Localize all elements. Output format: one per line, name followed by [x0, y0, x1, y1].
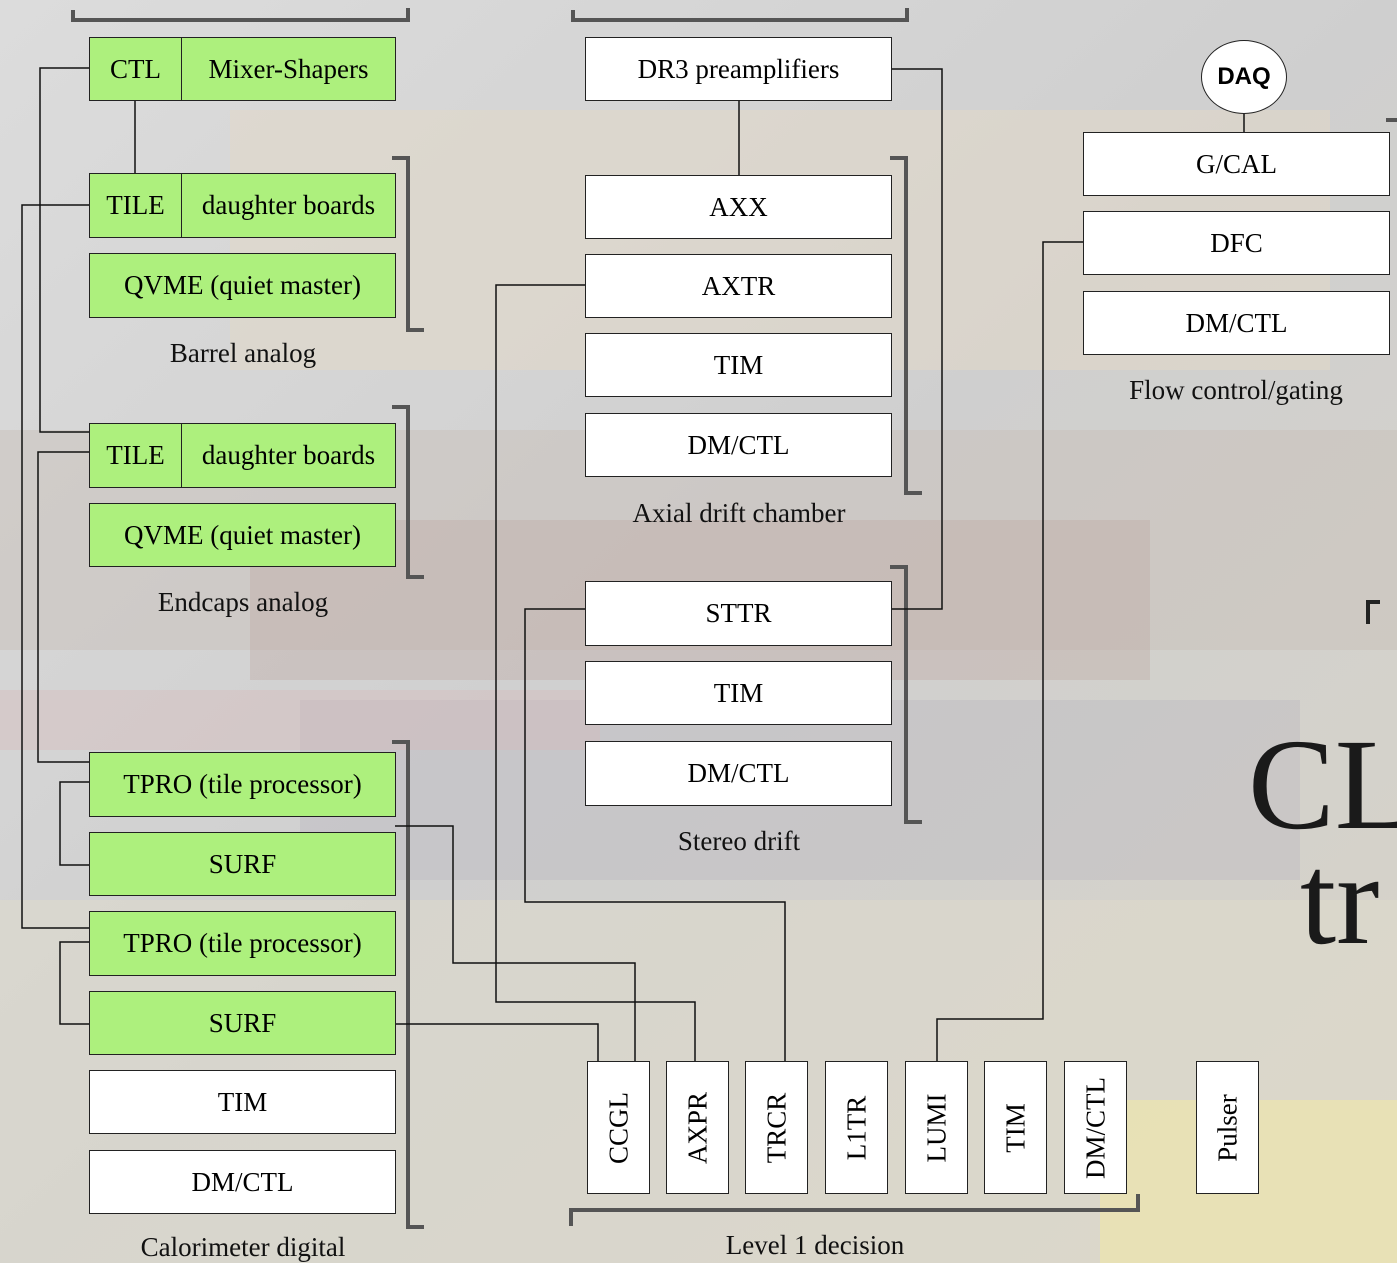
dfc-box: DFC — [1083, 211, 1390, 275]
tpro-box-1: TPRO (tile processor) — [89, 752, 396, 817]
gcal-box: G/CAL — [1083, 132, 1390, 196]
dr3-preamplifiers-box: DR3 preamplifiers — [585, 37, 892, 101]
tile-daughter-boards-box-2: TILE daughter boards — [89, 423, 396, 488]
l1-module-lumi-label: LUMI — [921, 1093, 951, 1162]
caption-stereo-drift: Stereo drift — [677, 826, 801, 856]
tile-label-1: TILE — [90, 174, 182, 237]
background-tick-mark — [1366, 600, 1380, 624]
axx-box: AXX — [585, 175, 892, 239]
daughter-boards-label-1: daughter boards — [201, 190, 376, 220]
group-brackets — [71, 8, 1397, 1229]
l1-module-ccgl: CCGL — [587, 1061, 650, 1194]
surf-box-2: SURF — [89, 991, 396, 1055]
tpro-box-2: TPRO (tile processor) — [89, 911, 396, 976]
stereo-tim-box: TIM — [585, 661, 892, 725]
l1-module-lumi: LUMI — [905, 1061, 968, 1194]
qvme-box-2: QVME (quiet master) — [89, 503, 396, 567]
axtr-box: AXTR — [585, 254, 892, 318]
tile-daughter-boards-box-1: TILE daughter boards — [89, 173, 396, 238]
l1-module-l1tr-label: L1TR — [841, 1095, 871, 1160]
group-wires — [21, 67, 1245, 1061]
tile-label-2: TILE — [90, 424, 182, 487]
daq-node: DAQ — [1201, 40, 1287, 114]
calorimeter-tim-box: TIM — [89, 1070, 396, 1134]
pulser-module: Pulser — [1196, 1061, 1259, 1194]
caption-axial-drift-chamber: Axial drift chamber — [632, 498, 846, 528]
qvme-box-1: QVME (quiet master) — [89, 253, 396, 318]
caption-barrel-analog: Barrel analog — [169, 338, 317, 368]
l1-module-tim-label: TIM — [1000, 1102, 1030, 1153]
l1-module-trcr: TRCR — [745, 1061, 808, 1194]
caption-flow-control-gating: Flow control/gating — [1129, 375, 1343, 405]
l1-module-axpr-label: AXPR — [682, 1091, 712, 1164]
l1-module-axpr: AXPR — [666, 1061, 729, 1194]
background-title-line2: tr — [1300, 828, 1380, 972]
ctl-label: CTL — [90, 38, 182, 100]
pulser-label: Pulser — [1212, 1093, 1242, 1162]
l1-module-trcr-label: TRCR — [761, 1092, 791, 1163]
l1-module-l1tr: L1TR — [825, 1061, 888, 1194]
surf-box-1: SURF — [89, 832, 396, 896]
l1-module-tim: TIM — [984, 1061, 1047, 1194]
ctl-mixer-shapers-box: CTL Mixer-Shapers — [89, 37, 396, 101]
axial-tim-box: TIM — [585, 333, 892, 397]
caption-level1-decision: Level 1 decision — [725, 1230, 905, 1260]
flow-dmctl-box: DM/CTL — [1083, 291, 1390, 355]
l1-module-dmctl: DM/CTL — [1064, 1061, 1127, 1194]
background-title-line1: CL — [1248, 713, 1397, 857]
l1-module-ccgl-label: CCGL — [603, 1091, 633, 1164]
daughter-boards-label-2: daughter boards — [201, 440, 376, 470]
sttr-box: STTR — [585, 581, 892, 646]
caption-endcaps-analog: Endcaps analog — [157, 587, 329, 617]
axial-dmctl-box: DM/CTL — [585, 413, 892, 477]
calorimeter-dmctl-box: DM/CTL — [89, 1150, 396, 1214]
mixer-shapers-label: Mixer-Shapers — [208, 53, 369, 84]
stereo-dmctl-box: DM/CTL — [585, 741, 892, 806]
caption-calorimeter-digital: Calorimeter digital — [140, 1232, 346, 1262]
l1-module-dmctl-label: DM/CTL — [1080, 1076, 1110, 1179]
